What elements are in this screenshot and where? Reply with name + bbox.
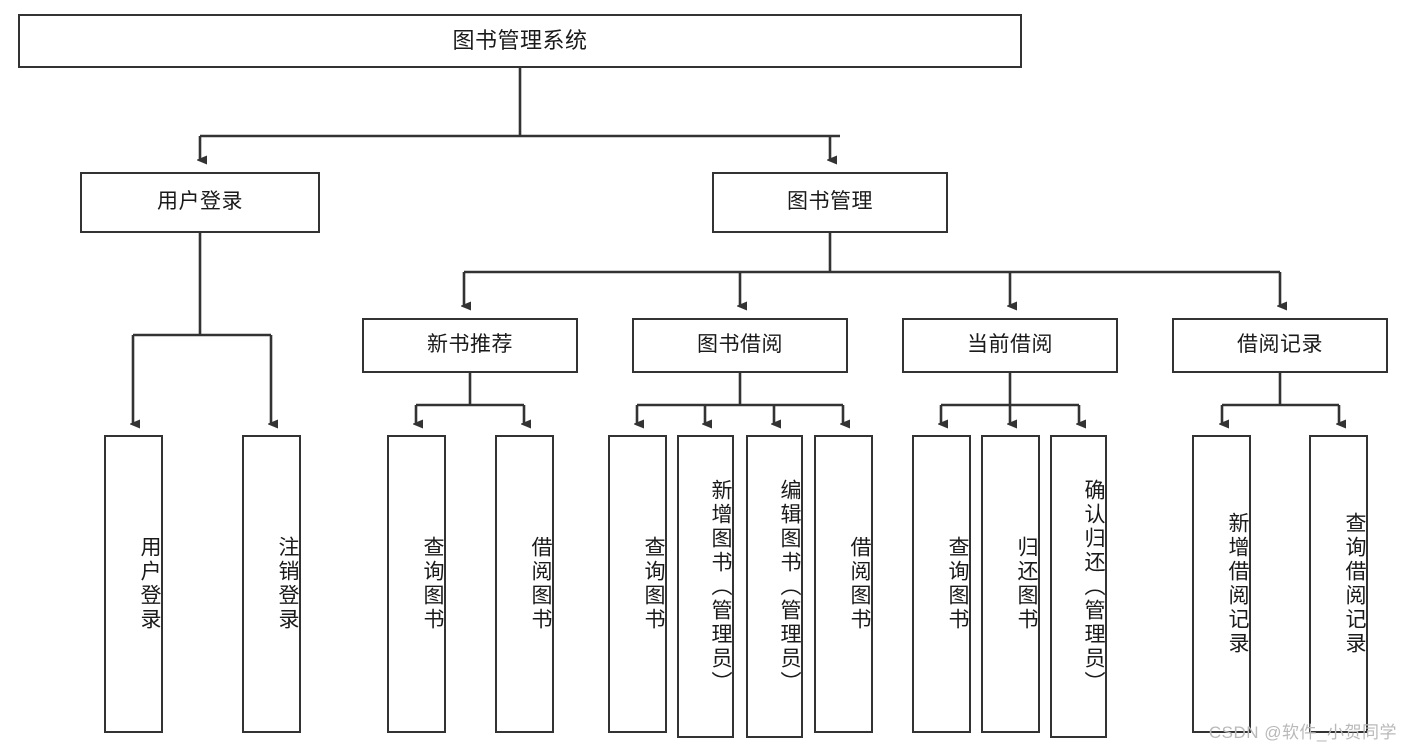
node-label: 查询图书 (642, 536, 665, 632)
node-label: 查询图书 (946, 536, 969, 632)
leaf-borrow-record-query[interactable]: 查询借阅记录 (1309, 435, 1368, 733)
leaf-book-borrow-edit[interactable]: 编辑图书（管理员） (746, 435, 803, 738)
leaf-new-book-query[interactable]: 查询图书 (387, 435, 446, 733)
node-label: 新增图书（管理员） (709, 478, 732, 695)
node-current-borrow[interactable]: 当前借阅 (902, 318, 1118, 373)
node-label: 新书推荐 (427, 333, 513, 357)
node-borrow-record[interactable]: 借阅记录 (1172, 318, 1388, 373)
leaf-current-borrow-return[interactable]: 归还图书 (981, 435, 1040, 733)
node-label: 当前借阅 (967, 333, 1053, 357)
node-label: 用户登录 (157, 190, 243, 214)
node-label: 借阅图书 (848, 536, 871, 632)
node-label: 图书管理 (787, 190, 873, 214)
leaf-user-login-logout[interactable]: 注销登录 (242, 435, 301, 733)
leaf-current-borrow-confirm[interactable]: 确认归还（管理员） (1050, 435, 1107, 738)
node-new-book-recommend[interactable]: 新书推荐 (362, 318, 578, 373)
node-book-management[interactable]: 图书管理 (712, 172, 948, 233)
node-user-login[interactable]: 用户登录 (80, 172, 320, 233)
node-root-system[interactable]: 图书管理系统 (18, 14, 1022, 68)
node-label: 查询图书 (421, 536, 444, 632)
node-label: 确认归还（管理员） (1082, 478, 1105, 695)
node-label: 编辑图书（管理员） (778, 478, 801, 695)
node-label: 图书借阅 (697, 333, 783, 357)
node-label: 查询借阅记录 (1343, 512, 1366, 656)
leaf-new-book-borrow[interactable]: 借阅图书 (495, 435, 554, 733)
leaf-current-borrow-query[interactable]: 查询图书 (912, 435, 971, 733)
node-label: 归还图书 (1015, 536, 1038, 632)
node-label: 用户登录 (138, 536, 161, 632)
leaf-user-login-login[interactable]: 用户登录 (104, 435, 163, 733)
leaf-borrow-record-add[interactable]: 新增借阅记录 (1192, 435, 1251, 733)
node-label: 注销登录 (276, 536, 299, 632)
node-label: 借阅记录 (1237, 333, 1323, 357)
leaf-book-borrow-add[interactable]: 新增图书（管理员） (677, 435, 734, 738)
node-label: 借阅图书 (529, 536, 552, 632)
leaf-book-borrow-borrow[interactable]: 借阅图书 (814, 435, 873, 733)
node-label: 图书管理系统 (452, 28, 588, 54)
node-book-borrow[interactable]: 图书借阅 (632, 318, 848, 373)
leaf-book-borrow-query[interactable]: 查询图书 (608, 435, 667, 733)
node-label: 新增借阅记录 (1226, 512, 1249, 656)
watermark-text: CSDN @软件_小贺同学 (1208, 723, 1397, 742)
